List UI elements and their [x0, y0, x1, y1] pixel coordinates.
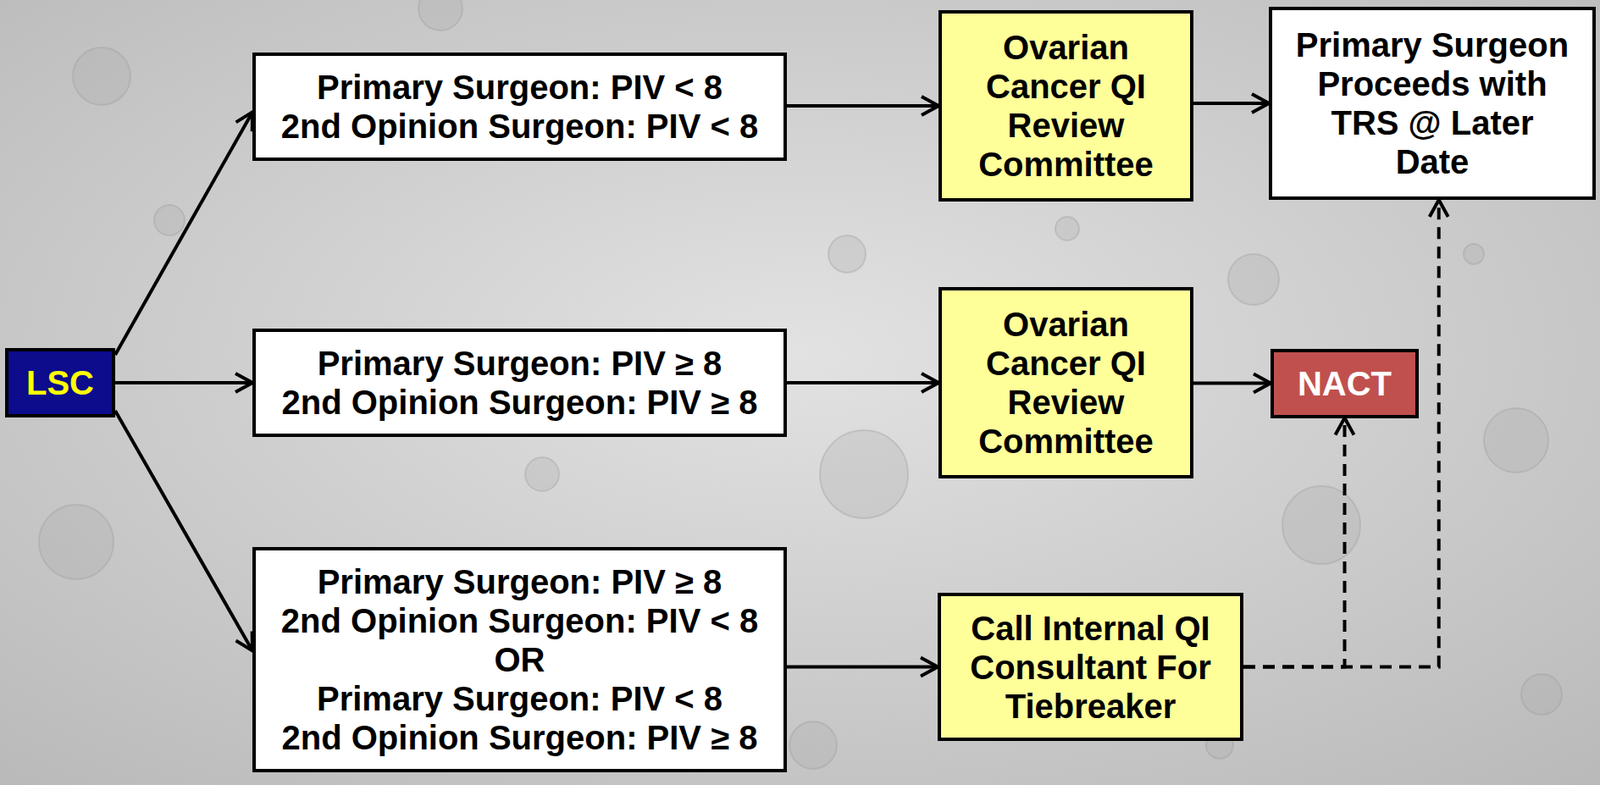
crater	[1463, 243, 1484, 265]
node-text: Call Internal QI Consultant For Tiebreak…	[963, 608, 1218, 726]
crater	[789, 721, 837, 770]
node-text: 2nd Opinion Surgeon: PIV ≥ 8	[282, 718, 759, 758]
node-text: NACT	[1297, 364, 1392, 404]
flow-arrow	[1193, 101, 1269, 106]
crater	[828, 235, 866, 273]
flow-arrow	[115, 381, 253, 385]
crater	[38, 504, 114, 580]
dashed-arrow	[1243, 199, 1440, 668]
node-text: Primary Surgeon: PIV ≥ 8	[317, 562, 723, 602]
node-text: OR	[494, 640, 546, 680]
crater	[819, 430, 908, 519]
outcome-box: Primary Surgeon Proceeds with TRS @ Late…	[1268, 6, 1596, 200]
node-text: Primary Surgeon: PIV < 8	[316, 679, 723, 719]
flow-arrow	[786, 104, 939, 108]
node-text: Primary Surgeon Proceeds with TRS @ Late…	[1291, 25, 1574, 182]
committee-box: Ovarian Cancer QI Review Committee	[938, 10, 1194, 202]
node-text: Primary Surgeon: PIV ≥ 8	[317, 343, 723, 383]
dashed-arrow	[1243, 418, 1346, 668]
flow-arrow	[786, 665, 938, 670]
consultant-box: Call Internal QI Consultant For Tiebreak…	[937, 592, 1244, 742]
crater	[154, 204, 185, 236]
crater	[1282, 486, 1361, 565]
crater	[418, 0, 463, 31]
crater	[525, 457, 560, 492]
committee-box: Ovarian Cancer QI Review Committee	[938, 287, 1194, 479]
node-text: 2nd Opinion Surgeon: PIV < 8	[281, 601, 759, 641]
condition-box: Primary Surgeon: PIV < 82nd Opinion Surg…	[252, 52, 787, 161]
node-text: 2nd Opinion Surgeon: PIV ≥ 8	[282, 382, 759, 422]
flow-arrow	[115, 410, 253, 651]
start-box: LSC	[5, 348, 116, 418]
node-text: Ovarian Cancer QI Review Committee	[960, 304, 1173, 461]
outcome-box: NACT	[1270, 348, 1419, 419]
crater	[1055, 216, 1080, 241]
crater	[1228, 254, 1279, 305]
crater	[1521, 674, 1562, 715]
condition-box: Primary Surgeon: PIV ≥ 82nd Opinion Surg…	[252, 547, 787, 773]
condition-box: Primary Surgeon: PIV ≥ 82nd Opinion Surg…	[252, 328, 787, 438]
flow-arrow	[1193, 382, 1271, 386]
node-text: LSC	[26, 363, 95, 403]
flow-arrow	[786, 381, 939, 385]
node-text: Ovarian Cancer QI Review Committee	[960, 27, 1173, 184]
flow-arrow	[115, 111, 253, 355]
node-text: Primary Surgeon: PIV < 8	[316, 67, 723, 107]
crater	[72, 47, 131, 106]
crater	[1483, 408, 1549, 473]
node-text: 2nd Opinion Surgeon: PIV < 8	[281, 106, 759, 146]
